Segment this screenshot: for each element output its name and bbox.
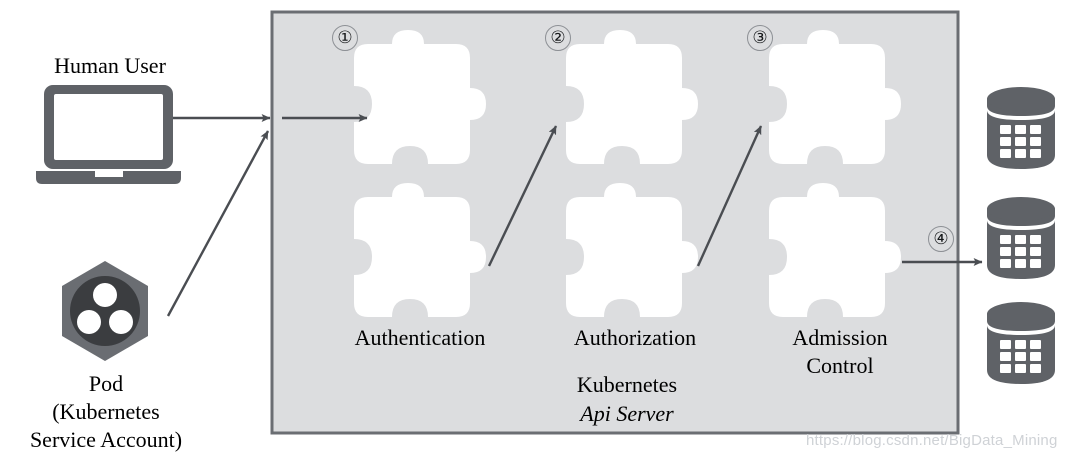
- step-badge-4: ④: [928, 226, 954, 252]
- puzzle-piece-admission-top: [769, 30, 901, 164]
- puzzle-piece-authorization-bottom: [566, 183, 698, 317]
- flow-authorization-to-admission-control: [696, 125, 763, 267]
- puzzle-piece-authorization-top: [566, 30, 698, 164]
- human-user-label: Human User: [54, 53, 166, 78]
- puzzle-piece-authentication-top: [354, 30, 486, 164]
- laptop-icon: [36, 85, 181, 184]
- puzzle-piece-admission-bottom: [769, 183, 901, 317]
- pod-label-line3: Service Account): [29, 427, 183, 452]
- pod-label-line1: Pod: [88, 371, 124, 396]
- stage-label-admission: Admission: [792, 325, 888, 350]
- database-cylinder-icon-2: [987, 197, 1055, 279]
- pod-label-line2: (Kubernetes: [52, 399, 160, 424]
- stage-label-authorization: Authorization: [573, 325, 697, 350]
- watermark: https://blog.csdn.net/BigData_Mining: [806, 432, 1058, 449]
- api-server-name-line2: Api Server: [580, 401, 674, 426]
- step-badge-1: ①: [332, 25, 358, 51]
- flow-pod-to-api-server: [166, 130, 270, 317]
- database-cylinder-icon-1: [987, 87, 1055, 169]
- step-badge-2: ②: [545, 25, 571, 51]
- puzzle-piece-authentication-bottom: [354, 183, 486, 317]
- database-cylinder-icon-3: [987, 302, 1055, 384]
- flow-authentication-to-authorization: [487, 125, 558, 267]
- api-server-name-line1: Kubernetes: [576, 372, 678, 397]
- stage-label-admission-control: Control: [806, 353, 874, 378]
- step-badge-3: ③: [747, 25, 773, 51]
- kubernetes-pod-hexagon-icon: [62, 261, 148, 361]
- stage-label-authentication: Authentication: [354, 325, 486, 350]
